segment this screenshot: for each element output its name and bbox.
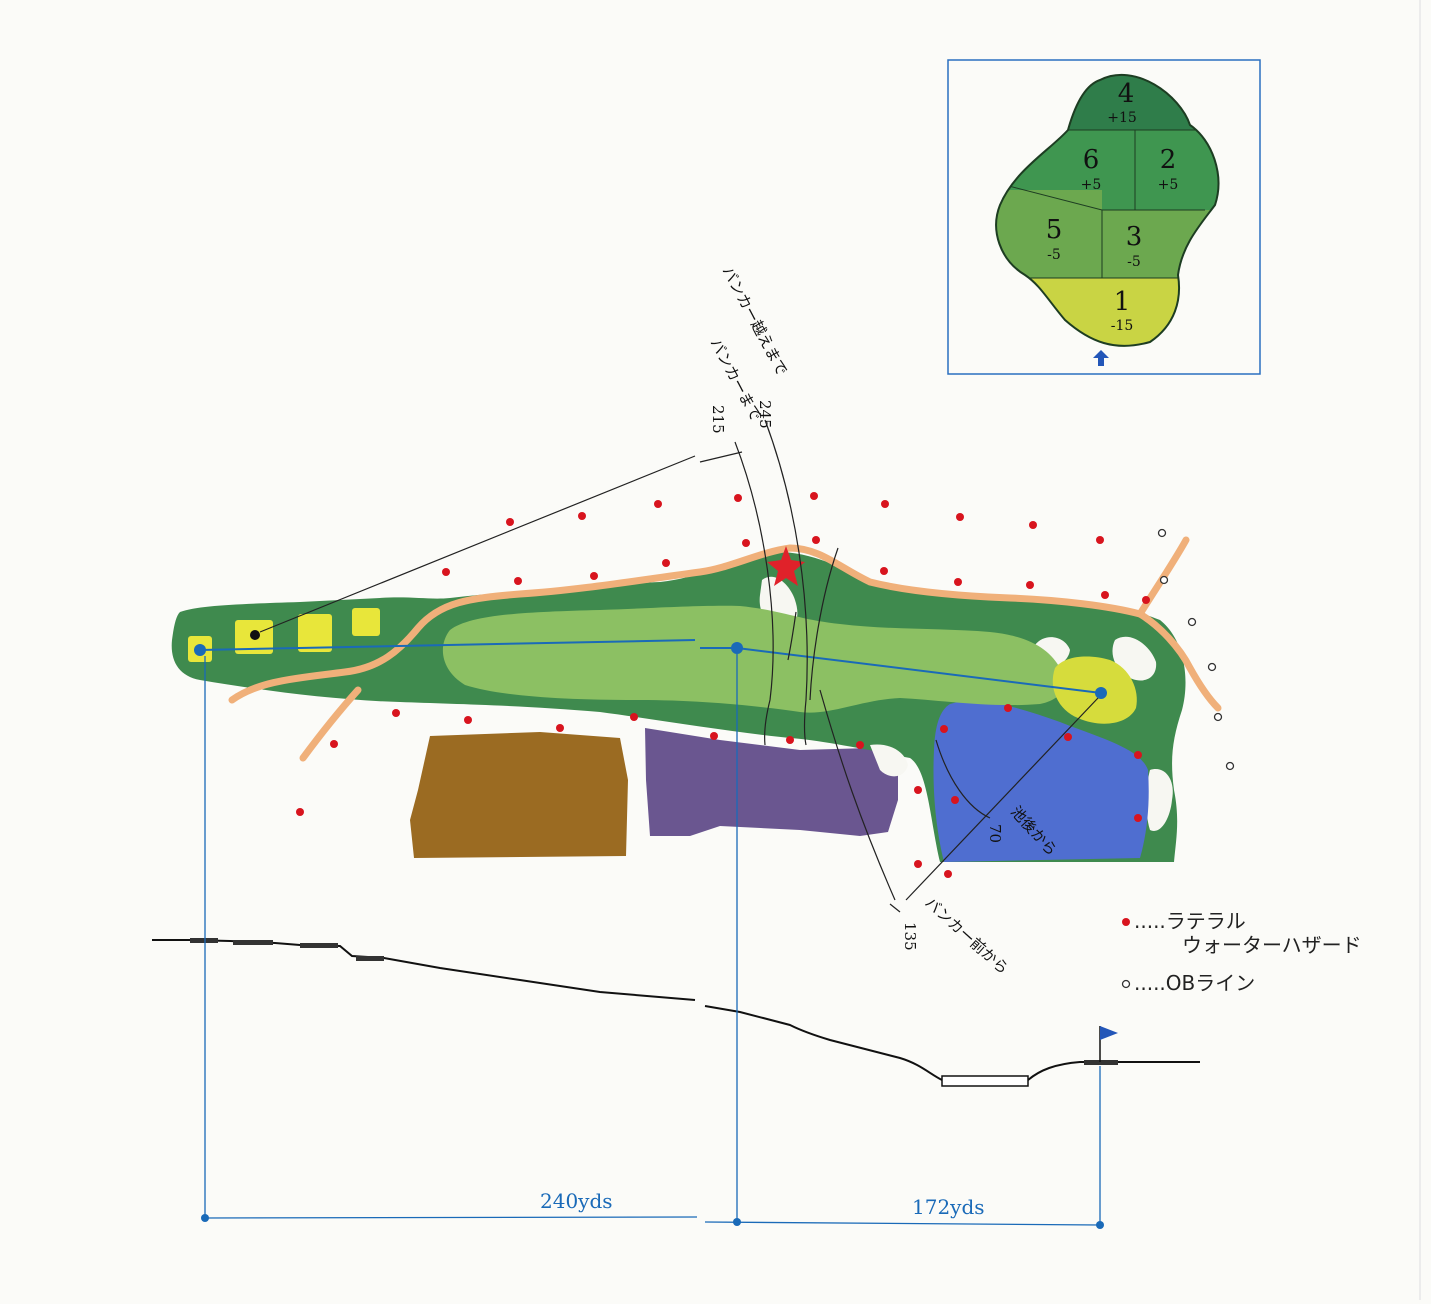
zone-3-score: -5 xyxy=(1127,254,1141,270)
annot-to-bunker-value: 215 xyxy=(709,405,727,434)
pond-edge-bunker xyxy=(870,744,908,777)
zone-1-score: -15 xyxy=(1111,318,1134,334)
profile-tee-marks xyxy=(190,938,1118,1065)
tee-box-ladies xyxy=(352,608,380,636)
zone-4-score: +15 xyxy=(1107,110,1137,126)
dist-end-point xyxy=(1096,1221,1104,1229)
pond xyxy=(933,701,1149,862)
tee-marker xyxy=(250,630,260,640)
legend-hazard-label: .....ラテラル xyxy=(1134,909,1246,933)
distance-arcs xyxy=(259,419,1099,913)
zone-2-number: 2 xyxy=(1160,145,1177,175)
arrow-up-icon xyxy=(1093,350,1109,366)
zone-5-score: -5 xyxy=(1047,247,1061,263)
annot-front-bunker-value: 135 xyxy=(901,922,919,951)
zone-6-score: +5 xyxy=(1081,177,1102,193)
cart-path-branch-2 xyxy=(1136,536,1190,618)
annot-over-bunker-value: 245 xyxy=(756,400,774,429)
rear-bunker xyxy=(1146,769,1173,831)
flag-icon xyxy=(1099,1026,1118,1062)
annot-front-bunker-label: バンカー前から xyxy=(921,894,1012,978)
field-brown xyxy=(410,732,628,858)
hole-layout xyxy=(171,536,1222,862)
tee-point xyxy=(194,644,206,656)
ob-line-markers xyxy=(1157,528,1235,771)
distance-first: 240yds xyxy=(540,1189,613,1213)
dist-mid-point xyxy=(733,1218,741,1226)
fairway xyxy=(442,605,1064,713)
putting-green xyxy=(1052,656,1137,724)
elevation-profile xyxy=(152,939,1200,1087)
zone-4-number: 4 xyxy=(1118,79,1135,109)
zone-1-number: 1 xyxy=(1114,287,1131,317)
cart-path-branch xyxy=(299,686,362,762)
green-zone-5 xyxy=(996,190,1102,278)
field-purple xyxy=(645,728,898,836)
legend-hazard-dot-icon xyxy=(1122,918,1130,926)
zone-5-number: 5 xyxy=(1046,215,1063,245)
legend-ob-dot-icon xyxy=(1121,979,1131,989)
green-zone-2 xyxy=(1135,130,1219,210)
distance-guides xyxy=(204,654,1101,1226)
green-outline xyxy=(995,74,1220,347)
zone-6-number: 6 xyxy=(1083,145,1100,175)
lateral-hazard-markers xyxy=(296,492,1150,878)
zone-2-score: +5 xyxy=(1158,177,1179,193)
legend-hazard-label-2: ウォーターハザード xyxy=(1182,933,1362,957)
page-edge xyxy=(1419,0,1421,1300)
landing-point xyxy=(731,642,743,654)
legend: .....ラテラル ウォーターハザード .....OBライン xyxy=(1121,909,1362,995)
green-inset: 4 +15 6 +5 2 +5 5 -5 3 -5 1 -15 xyxy=(947,59,1261,375)
annot-behind-pond-value: 70 xyxy=(986,824,1004,843)
dist-start-point xyxy=(201,1214,209,1222)
green-point xyxy=(1095,687,1107,699)
zone-3-number: 3 xyxy=(1126,222,1143,252)
distance-second: 172yds xyxy=(912,1195,985,1219)
legend-ob-label: .....OBライン xyxy=(1134,971,1255,995)
tee-box-regular xyxy=(298,614,332,652)
target-star-icon xyxy=(767,546,805,586)
